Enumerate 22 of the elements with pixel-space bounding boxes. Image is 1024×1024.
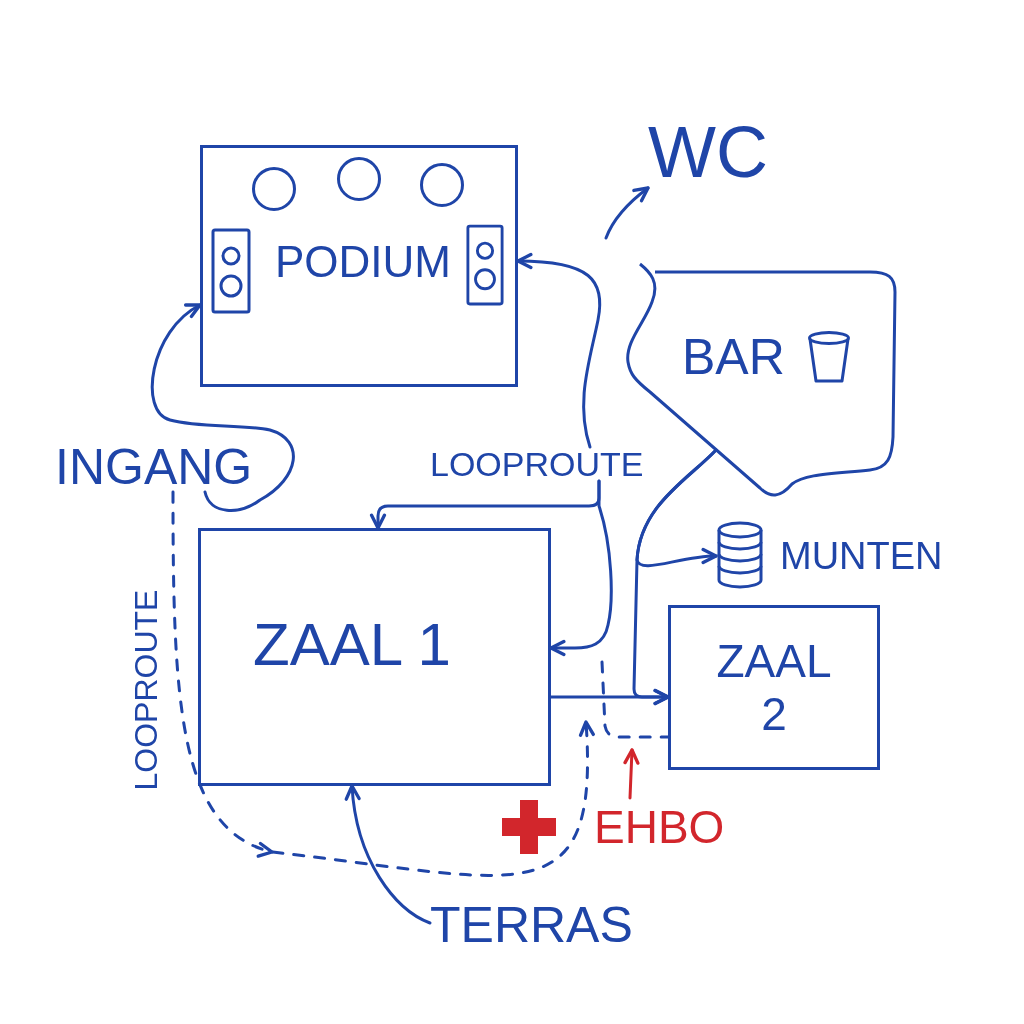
- place-label: TERRAS: [430, 900, 633, 950]
- arrow: [150, 303, 295, 512]
- room-label: ZAAL 2: [715, 634, 833, 741]
- arrow: [604, 186, 650, 240]
- room-box: [668, 605, 880, 770]
- place-label: EHBO: [594, 804, 725, 850]
- arrow: [623, 748, 640, 800]
- room-box: [200, 145, 518, 387]
- arrow: [516, 253, 602, 449]
- room-label: PODIUM: [275, 240, 451, 284]
- place-label: LOOPROUTE: [430, 447, 644, 481]
- place-label: WC: [648, 116, 768, 188]
- dashed-arrow: [171, 490, 595, 877]
- room-box: [198, 528, 551, 786]
- room-label: BAR: [682, 332, 785, 382]
- arrow: [549, 688, 670, 706]
- dashed-line: [600, 660, 670, 739]
- place-label: INGANG: [55, 442, 253, 492]
- arrow: [345, 784, 432, 925]
- arrow: [549, 479, 613, 657]
- place-label: MUNTEN: [780, 537, 943, 575]
- room-label: ZAAL 1: [253, 615, 451, 675]
